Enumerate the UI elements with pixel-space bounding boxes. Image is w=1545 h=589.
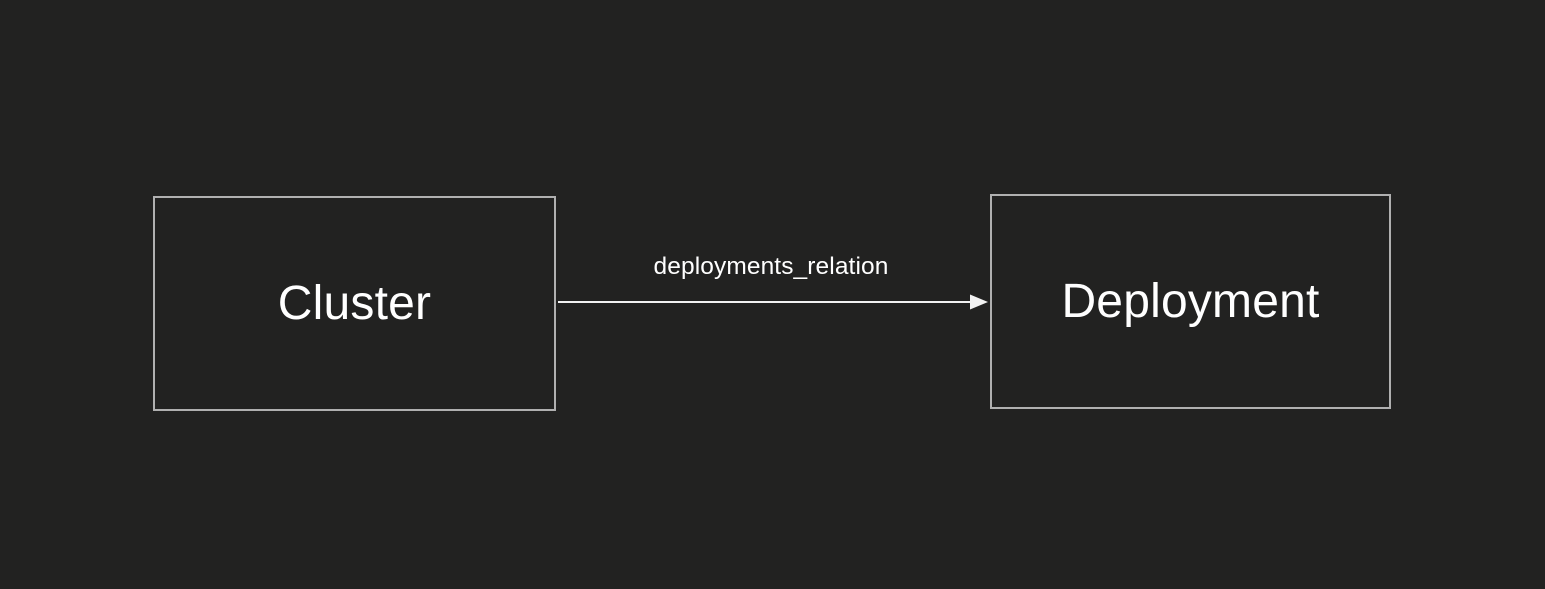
arrowhead-icon <box>970 294 988 310</box>
edge-label-deployments-relation: deployments_relation <box>653 253 889 280</box>
node-cluster-label: Cluster <box>277 276 432 330</box>
node-cluster[interactable]: Cluster <box>153 196 556 411</box>
node-deployment-label: Deployment <box>1061 274 1320 328</box>
edge-cluster-to-deployment[interactable] <box>558 294 988 310</box>
node-deployment[interactable]: Deployment <box>990 194 1391 409</box>
